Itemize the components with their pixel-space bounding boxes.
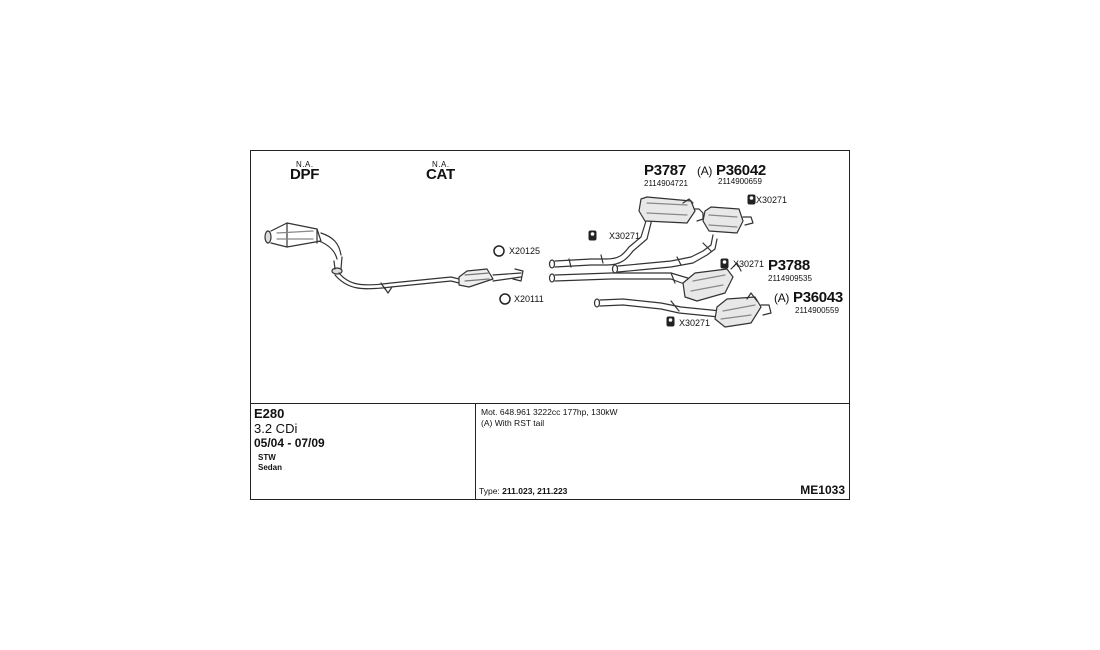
cat-status: N.A.: [432, 160, 450, 169]
dpf-status: N.A.: [296, 160, 314, 169]
oe-p3787: 2114904721: [644, 179, 688, 188]
dpf-label: DPF: [290, 166, 320, 183]
part-code: P36043: [792, 289, 843, 306]
mount-hole: [749, 196, 754, 200]
rst-prefix: (A): [774, 291, 790, 305]
mount-hole: [590, 232, 595, 236]
oe-p36043: 2114900559: [795, 306, 839, 315]
mount-hole: [668, 318, 673, 322]
part-p36043[interactable]: (A) P36043: [774, 289, 843, 306]
hardware-x30271-d[interactable]: X30271: [679, 318, 711, 328]
exhaust-diagram: N.A. DPF N.A. CAT P3787 2114904721 (A) P…: [251, 151, 849, 404]
parts-sheet: N.A. DPF N.A. CAT P3787 2114904721 (A) P…: [250, 150, 850, 500]
mount-hole: [722, 260, 727, 264]
type-label: Type:: [479, 486, 500, 496]
middle-pipe: [334, 268, 524, 294]
lower-pipe-bottom: [593, 298, 722, 318]
rst-note: (A) With RST tail: [481, 418, 545, 428]
part-p3787[interactable]: P3787: [644, 162, 686, 179]
gasket-ring-icon: [499, 293, 511, 305]
lower-muffler-upper: [682, 262, 742, 302]
upper-muffler-left: [638, 196, 704, 224]
upper-muffler-right: [702, 206, 754, 234]
engine-spec: Mot. 648.961 3222cc 177hp, 130kW: [481, 407, 618, 417]
part-code: P36042: [715, 162, 766, 179]
type-value: 211.023, 211.223: [502, 486, 568, 496]
vehicle-info: E280 3.2 CDi 05/04 - 07/09 STW Sedan: [251, 404, 476, 499]
lower-pipe-top: [548, 272, 702, 294]
hardware-x30271-c[interactable]: X30271: [733, 259, 765, 269]
hardware-x30271-a[interactable]: X30271: [609, 231, 641, 241]
hardware-x30271-b[interactable]: X30271: [756, 195, 788, 205]
engine-info: Mot. 648.961 3222cc 177hp, 130kW (A) Wit…: [476, 404, 849, 499]
lower-muffler-lower: [714, 292, 772, 328]
oe-p3788: 2114909535: [768, 274, 812, 283]
vehicle-model: E280: [254, 406, 285, 421]
rst-prefix: (A): [697, 164, 713, 178]
catalog-reference: ME1033: [800, 483, 845, 497]
cat-label: CAT: [426, 166, 455, 183]
hardware-x20125[interactable]: X20125: [509, 246, 541, 256]
exhaust-drawing: [264, 194, 772, 328]
type-line: Type: 211.023, 211.223: [479, 486, 567, 496]
vehicle-years: 05/04 - 07/09: [254, 436, 325, 450]
body-type-stw: STW: [258, 453, 276, 462]
oe-p36042: 2114900659: [718, 177, 762, 186]
hardware-x20111[interactable]: X20111: [514, 294, 544, 304]
part-p3788[interactable]: P3788: [768, 257, 810, 274]
body-type-sedan: Sedan: [258, 463, 283, 472]
gasket-ring-icon: [493, 245, 505, 257]
part-p36042[interactable]: (A) P36042: [697, 162, 766, 179]
vehicle-engine: 3.2 CDi: [254, 421, 298, 436]
upper-pipe-right: [611, 234, 718, 274]
front-converter: [264, 222, 343, 275]
